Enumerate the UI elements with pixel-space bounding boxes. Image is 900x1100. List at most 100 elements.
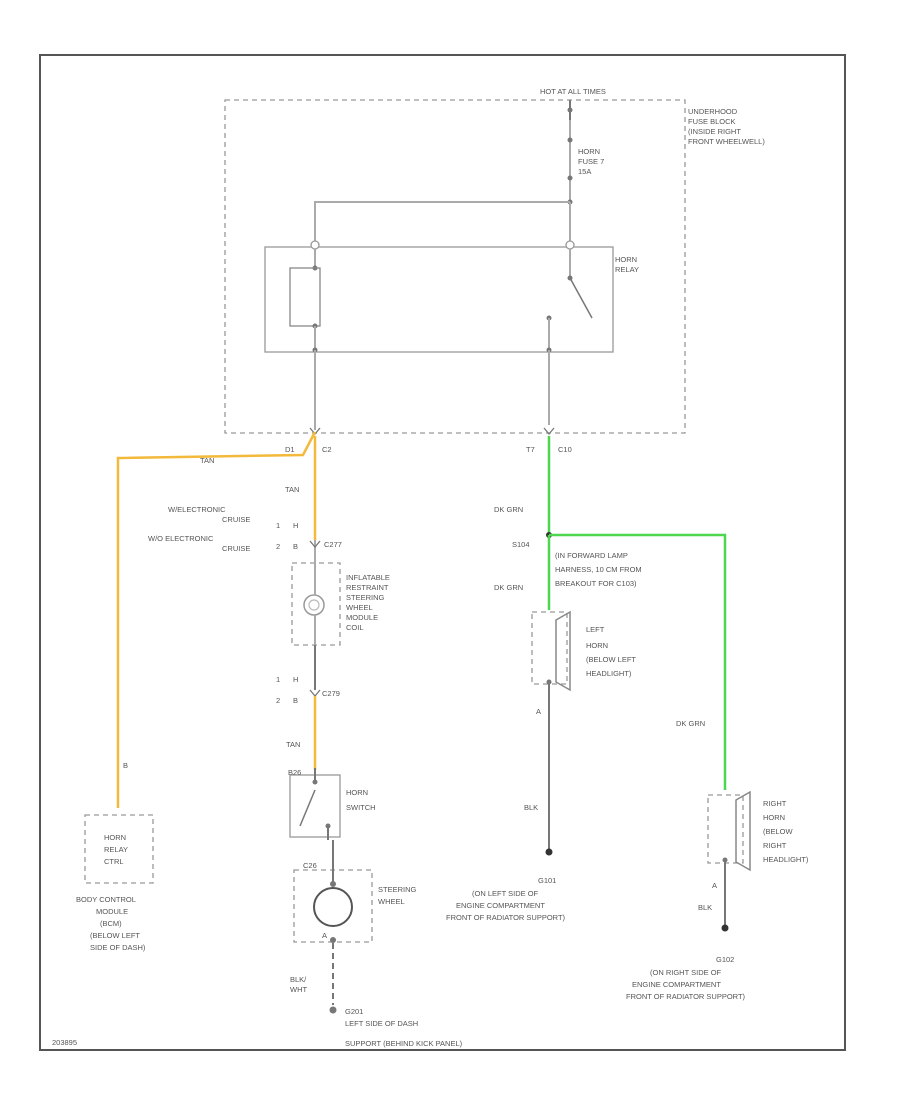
blk-wht-line-1: BLK/: [290, 975, 307, 984]
splice-line-2: HARNESS, 10 CM FROM: [555, 565, 642, 574]
blk-wht-line-2: WHT: [290, 985, 307, 994]
cruise-line-1: W/ELECTRONIC: [168, 505, 226, 514]
bcm-line-5: SIDE OF DASH): [90, 943, 146, 952]
dk-grn-label-2: DK GRN: [494, 583, 523, 592]
c277-pin-1: 1: [276, 521, 280, 530]
c279-pin-h: H: [293, 675, 298, 684]
coil-line-6: COIL: [346, 623, 364, 632]
right-horn-pin-a: A: [712, 881, 717, 890]
diagram-frame: [39, 54, 846, 1051]
connector-d1-label: D1: [285, 445, 295, 454]
clockspring-icon: [303, 594, 325, 616]
left-horn-line-2: HORN: [586, 641, 608, 650]
underhood-line-3: (INSIDE RIGHT: [688, 127, 741, 136]
g201-line-1: LEFT SIDE OF DASH: [345, 1019, 418, 1028]
right-horn-terminal: [722, 857, 728, 863]
steering-node-top: [330, 881, 336, 887]
right-horn-line-5: HEADLIGHT): [763, 855, 809, 864]
bcm-pin-label: B: [123, 761, 128, 770]
blk-wire-label-left: BLK: [524, 803, 538, 812]
tan-wire-label: TAN: [285, 485, 299, 494]
airbag-coil-label: INFLATABLE RESTRAINT STEERING WHEEL MODU…: [346, 573, 390, 632]
coil-line-5: MODULE: [346, 613, 378, 622]
connector-c279-label: C279: [322, 689, 340, 698]
left-horn-icon: [555, 610, 571, 692]
c277-pin-2: 2: [276, 542, 280, 551]
relay-switch-arm-icon: [569, 277, 593, 319]
cruise-line-3: W/O ELECTRONIC: [148, 534, 214, 543]
relay-terminal-coil-top: [310, 240, 320, 250]
g101-line-2: ENGINE COMPARTMENT: [456, 901, 545, 910]
fuse-to-coil-wire: [314, 201, 570, 247]
splice-line-3: BREAKOUT FOR C103): [555, 579, 637, 588]
underhood-line-2: FUSE BLOCK: [688, 117, 736, 126]
right-horn-outline: [707, 794, 744, 864]
coil-line-4: WHEEL: [346, 603, 373, 612]
right-horn-icon: [735, 790, 751, 872]
horn-switch-line-1: HORN: [346, 788, 368, 797]
blk-wire-label-right: BLK: [698, 903, 712, 912]
underhood-line-1: UNDERHOOD: [688, 107, 738, 116]
ground-g102-label: G102: [716, 955, 734, 964]
right-horn-line-3: (BELOW: [763, 827, 794, 836]
connector-c279-icon: [309, 689, 321, 698]
steering-line-1: STEERING: [378, 885, 417, 894]
ground-g201-note: LEFT SIDE OF DASH SUPPORT (BEHIND KICK P…: [345, 1019, 463, 1048]
horn-relay-box: [264, 246, 614, 353]
fuse-terminal-bottom: [567, 175, 573, 181]
steering-pin-a: A: [322, 931, 327, 940]
right-horn-line-1: RIGHT: [763, 799, 787, 808]
horn-relay-label: HORN RELAY: [615, 255, 639, 274]
coil-line-3: STEERING: [346, 593, 385, 602]
g101-line-3: FRONT OF RADIATOR SUPPORT): [446, 913, 566, 922]
c279-pin-b: B: [293, 696, 298, 705]
left-horn-terminal: [546, 679, 552, 685]
ground-g201-icon: [329, 1006, 337, 1014]
dk-grn-label-1: DK GRN: [494, 505, 523, 514]
bcm-line-4: (BELOW LEFT: [90, 931, 140, 940]
g102-line-2: ENGINE COMPARTMENT: [632, 980, 721, 989]
horn-switch-label: HORN SWITCH: [346, 788, 376, 812]
hot-feed-terminal: [567, 107, 573, 113]
cruise-line-2: CRUISE: [222, 515, 250, 524]
ground-g101-label: G101: [538, 876, 556, 885]
connector-c277-label: C277: [324, 540, 342, 549]
left-horn-line-4: HEADLIGHT): [586, 669, 632, 678]
clockspring-inner-icon: [308, 599, 320, 611]
ground-g102-icon: [721, 924, 729, 932]
bcm-outline: [84, 814, 154, 884]
right-horn-line-2: HORN: [763, 813, 785, 822]
left-horn-pin-a: A: [536, 707, 541, 716]
splice-s104-label: S104: [512, 540, 530, 549]
connector-c277-icon: [309, 540, 321, 549]
connector-c10-label: C10: [558, 445, 572, 454]
left-horn-label: LEFT HORN (BELOW LEFT HEADLIGHT): [586, 625, 636, 678]
fuse-line-3: 15A: [578, 167, 591, 176]
bcm-line-2: MODULE: [96, 907, 128, 916]
horn-switch-arm-icon: [299, 789, 316, 827]
relay-coil-icon: [289, 267, 321, 327]
steering-pin-b: C26: [303, 861, 317, 870]
c277-pin-b: B: [293, 542, 298, 551]
bcm-box-line-2: RELAY: [104, 845, 128, 854]
relay-terminal-switch-top: [565, 240, 575, 250]
fuse-line-2: FUSE 7: [578, 157, 604, 166]
blk-wht-wire-label: BLK/ WHT: [290, 975, 307, 994]
c279-pin-2: 2: [276, 696, 280, 705]
horn-fuse-label: HORN FUSE 7 15A: [578, 147, 604, 176]
right-horn-label: RIGHT HORN (BELOW RIGHT HEADLIGHT): [763, 799, 809, 864]
c277-pin-h: H: [293, 521, 298, 530]
splice-line-1: (IN FORWARD LAMP: [555, 551, 628, 560]
steering-line-2: WHEEL: [378, 897, 405, 906]
coil-line-2: RESTRAINT: [346, 583, 389, 592]
steering-node-bottom: [330, 937, 336, 943]
bcm-line-1: BODY CONTROL: [76, 895, 136, 904]
connector-c2-label: C2: [322, 445, 332, 454]
underhood-fuse-block-outline: [224, 99, 686, 434]
coil-line-1: INFLATABLE: [346, 573, 390, 582]
bcm-box-label: HORN RELAY CTRL: [104, 833, 128, 866]
horn-switch-pin-b26: B26: [288, 768, 301, 777]
fuse-line-1: HORN: [578, 147, 600, 156]
g102-line-1: (ON RIGHT SIDE OF: [650, 968, 722, 977]
steering-wheel-icon: [313, 887, 353, 927]
